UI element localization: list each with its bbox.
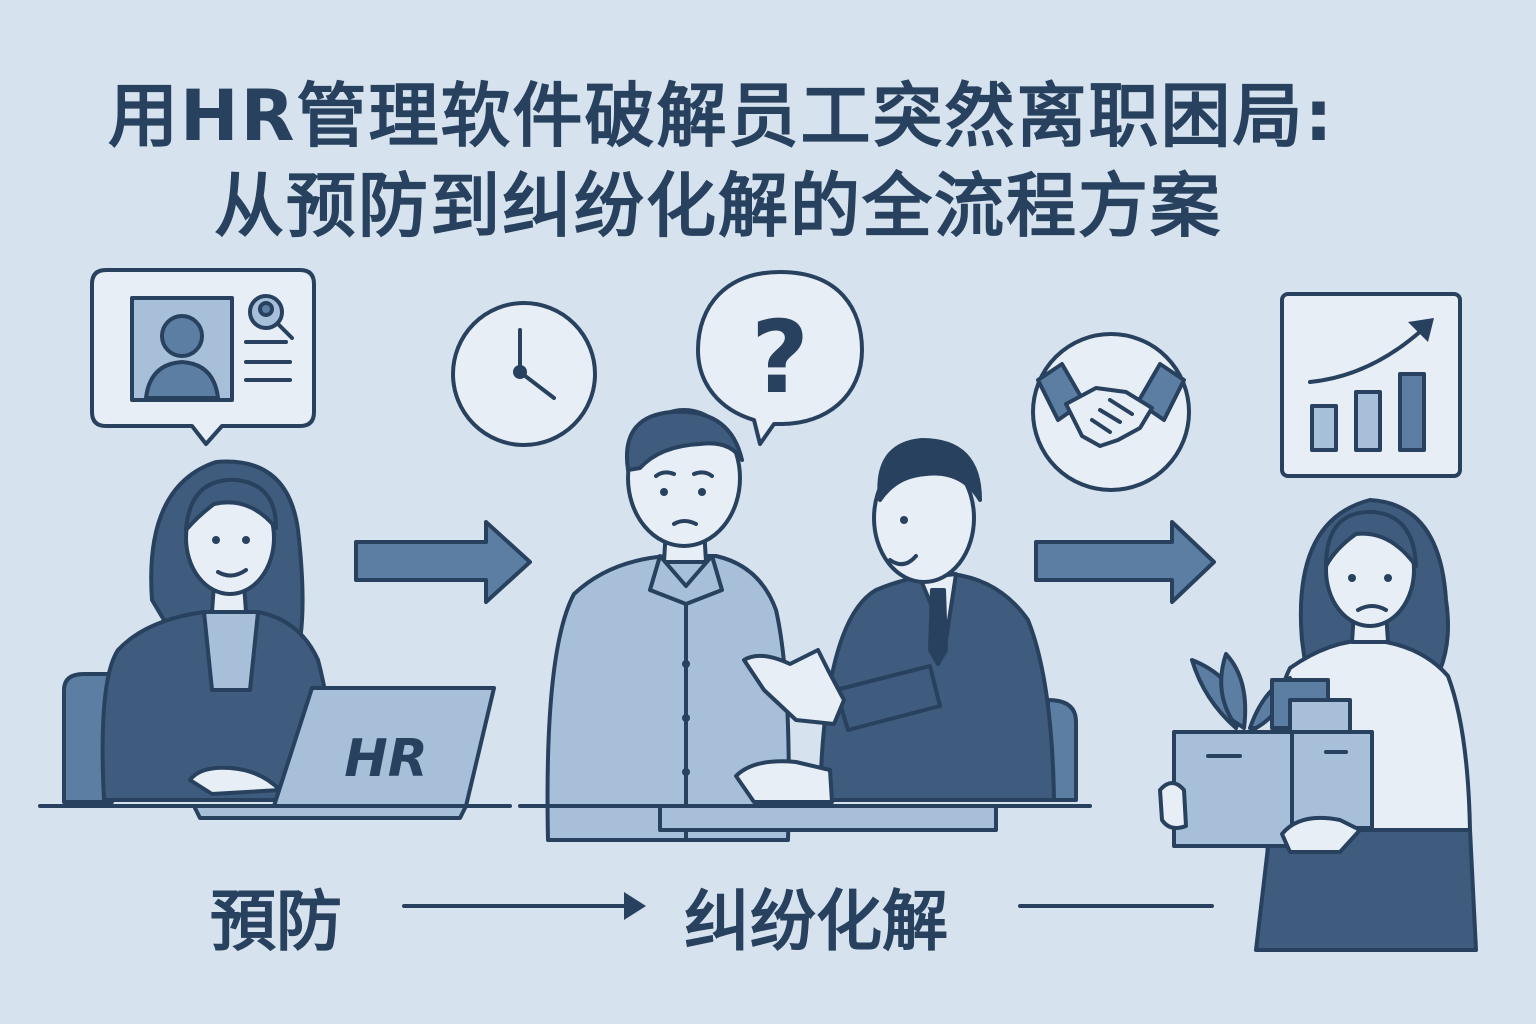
search-icon — [248, 294, 294, 340]
flow-arrow-1 — [402, 892, 646, 920]
step-resolution: 纠纷化解 — [684, 883, 948, 960]
arrow-right-icon — [354, 520, 532, 604]
title-line-2: 从预防到纠纷化解的全流程方案 — [214, 165, 1222, 247]
clock-icon — [451, 301, 597, 447]
manager-figure — [518, 438, 1092, 832]
laptop-label: HR — [344, 729, 428, 789]
question-mark: ? — [751, 299, 809, 416]
question-bubble-icon: ? — [696, 270, 864, 446]
worried-employee-figure — [545, 408, 791, 842]
handshake-icon — [1031, 332, 1191, 492]
profile-card-icon — [90, 268, 316, 446]
step-prevention: 預防 — [210, 883, 342, 960]
box-icon — [1158, 678, 1374, 854]
growth-chart-icon — [1280, 292, 1462, 478]
title-line-1: 用HR管理软件破解员工突然离职困局: — [108, 75, 1335, 157]
hr-woman-figure: HR — [38, 459, 512, 820]
arrow-right-icon — [1034, 520, 1216, 604]
